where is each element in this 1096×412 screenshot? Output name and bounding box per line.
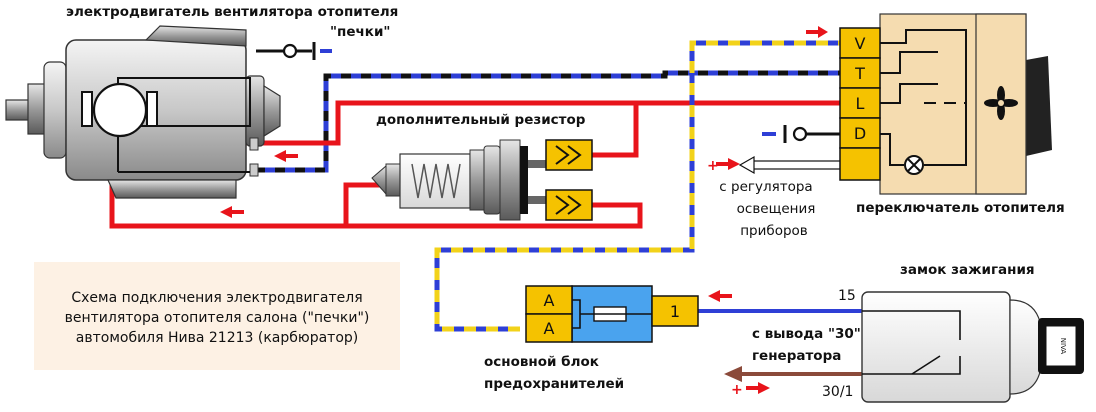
arrow-red-regulator [716,158,740,170]
fan-motor [5,25,281,199]
heater-switch [879,13,1052,195]
wire-red-resistor-bottom [346,202,643,229]
wire-red-motor-switch [228,100,840,146]
label-pechki: "печки" [330,24,390,40]
switch-pin-block: V T L D [839,27,881,181]
ignition-switch: NIVA [861,291,1084,403]
arrow-red-motor-upper [274,150,298,162]
caption-line-2: вентилятора отопителя салона ("печки") [64,310,370,326]
ignition-key-text: NIVA [1059,338,1067,355]
arrow-white-regulator [738,155,843,175]
arrow-red-generator [746,382,770,394]
fan-icon [984,86,1018,120]
diagram-caption: Схема подключения электродвигателя венти… [34,288,400,348]
arrow-brown-generator [724,366,742,382]
resistor-connector-top [545,139,593,171]
wire-red-resistor-top [592,103,639,158]
fuse-pin-a-bottom: A [544,319,555,338]
fuse-pin-1: 1 [670,302,680,321]
plus-sign-generator: + [731,382,743,398]
caption-line-3: автомобиля Нива 21213 (карбюратор) [75,330,359,346]
plus-sign-regulator: + [707,158,719,174]
label-generator-1: с вывода "30" [752,326,861,342]
resistor-connector-bottom [545,189,593,221]
red-arrows [220,26,828,394]
additional-resistor [371,139,546,221]
label-regulator-1: с регулятора [719,179,812,195]
switch-pin-v: V [855,34,866,53]
switch-pin-t: T [854,64,865,83]
label-fuse-block-1: основной блок [484,354,599,370]
label-terminal-15: 15 [838,288,856,304]
label-motor: электродвигатель вентилятора отопителя [66,4,398,20]
label-regulator-3: приборов [740,223,808,239]
label-terminal-30-1: 30/1 [822,384,853,400]
label-regulator-2: освещения [737,201,816,217]
wire-ground-d [762,125,840,143]
label-fuse-block-2: предохранителей [484,376,624,392]
note-box [34,262,400,370]
arrow-red-fuse [708,290,732,302]
caption-line-1: Схема подключения электродвигателя [71,290,363,306]
fuse-pin-a-top: A [544,291,555,310]
arrow-red-switch-v [806,26,828,38]
wire-ground-motor [256,42,332,60]
label-ignition: замок зажигания [900,262,1035,278]
switch-pin-l: L [856,94,865,113]
switch-pin-d: D [854,124,866,143]
wire-yellow-blue [434,40,840,332]
arrow-red-motor-lower [220,206,244,218]
label-resistor: дополнительный резистор [376,112,586,128]
fuse-block: A A 1 [525,285,699,343]
label-generator-2: генератора [752,348,841,364]
label-switch: переключатель отопителя [856,200,1065,216]
